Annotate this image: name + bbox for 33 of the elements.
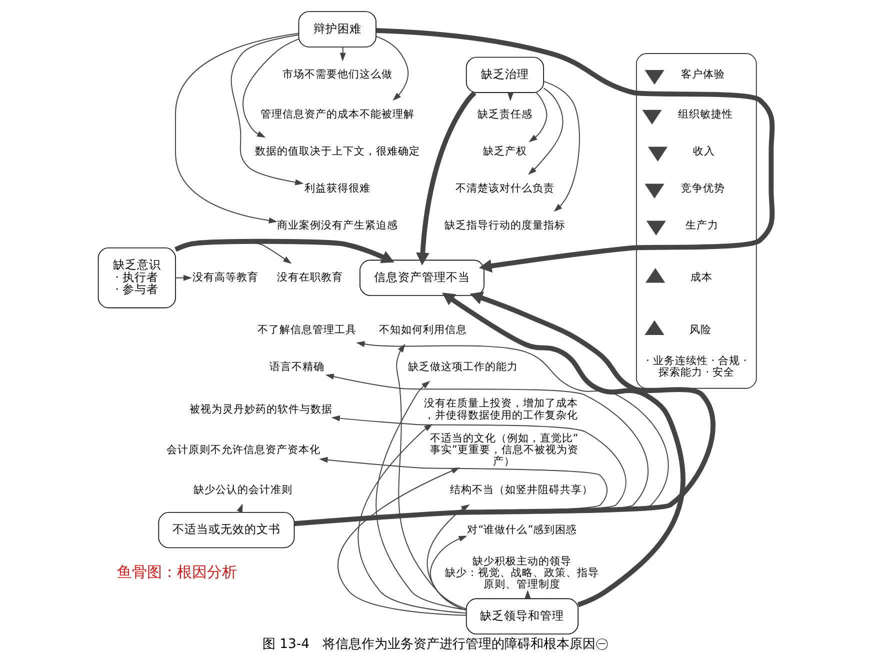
node-text: 成本 [690,270,712,284]
caption: 图 13-4 将信息作为业务资产进行管理的障碍和根本原因㊀ [262,636,608,652]
node-text: 缺乏指导行动的度量指标 [444,218,566,232]
node-text: 语言不精确 [270,360,325,373]
node-text: 缺乏责任感 [477,108,532,121]
node-text: 收入 [692,144,715,158]
node-text: 没有在质量上投资，增加了成本，并使得数据使用的工作复杂化 [424,396,578,422]
node-text: 没有在职教育 [277,270,344,284]
node-text: 不了解信息管理工具 [257,322,356,336]
node-text: 市场不需要他们这么做 [282,68,392,81]
node-text: 缺少公认的会计准则 [193,483,292,496]
node-text: 客户体验 [680,68,725,81]
node-text: 缺乏产权 [482,144,527,158]
node-text: 竞争优势 [680,181,725,194]
node-text: 不知如何利用信息 [378,322,467,336]
node-text: 会计原则不允许信息资产资本化 [166,442,321,456]
node-text: 数据的值取决于上下文，很难确定 [254,144,420,158]
node-text: 生产力 [686,218,719,232]
node-text: 结构不当（如竖井阻碍共享） [450,483,593,496]
node-text: 风险 [690,322,712,336]
node-text: 被视为灵丹妙药的软件与数据 [189,402,332,416]
node-text: 不适当的文化（例如，直觉比“事实”更重要，信息不被视为资产） [430,431,578,468]
node-text: 管理信息资产的成本不能被理解 [260,108,414,121]
node-text: 组织敏捷性 [678,108,733,121]
node-text: 没有高等教育 [192,270,259,284]
node-text: · 业务连续性 · 合规 · 探索能力 · 安全 [646,354,747,379]
node-text: 商业案例没有产生紧迫感 [276,218,398,232]
node-text: 利益获得很难 [304,181,370,194]
node-text: 缺少积极主动的领导 缺少：视觉、战略、政策、指导原则、管理制度 [445,554,600,590]
node-text: 不清楚该对什么负责 [455,181,554,194]
node-text: 缺乏做这项工作的能力 [408,360,518,373]
label: 鱼骨图：根因分析 [117,564,238,581]
node-text: 对“谁做什么”感到困惑 [467,522,578,536]
